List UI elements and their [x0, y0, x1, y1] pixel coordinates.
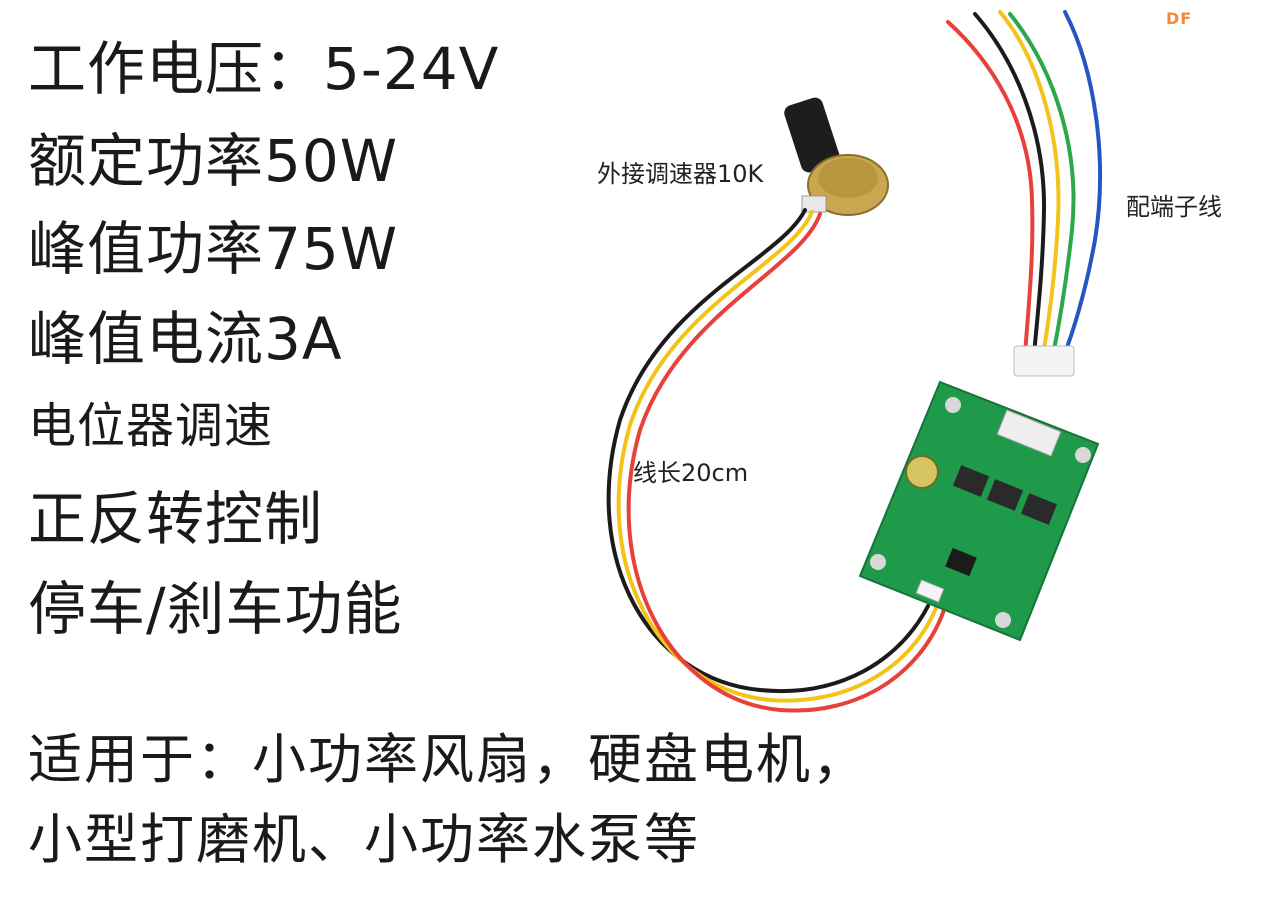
- terminal-wire-yellow: [998, 10, 1061, 357]
- pot-wires: [606, 208, 946, 713]
- spec-rated-power: 额定功率50W: [28, 127, 399, 195]
- spec-peak-power: 峰值功率75W: [28, 215, 399, 283]
- potentiometer: [784, 97, 889, 216]
- spec-direction-control: 正反转控制: [28, 485, 324, 553]
- terminal-wire-red: [946, 20, 1035, 357]
- label-wire-length: 线长20cm: [633, 459, 749, 487]
- terminal-wire-green: [1008, 12, 1076, 357]
- terminal-wire-blue: [1062, 10, 1103, 357]
- application-line-2: 小型打磨机、小功率水泵等: [28, 808, 700, 871]
- pot-wire-red: [626, 212, 946, 713]
- watermark-logo: DF: [1166, 9, 1193, 28]
- terminal-wire-black: [973, 12, 1047, 357]
- driver-board: [858, 380, 1100, 642]
- pot-wire-black: [606, 208, 930, 693]
- spec-peak-current: 峰值电流3A: [28, 305, 343, 373]
- application-line-1: 适用于：小功率风扇，硬盘电机，: [28, 728, 868, 791]
- pot-wire-yellow: [616, 210, 938, 703]
- spec-potentiometer-speed: 电位器调速: [28, 398, 274, 454]
- terminal-wires: [946, 10, 1103, 357]
- label-terminal-wire: 配端子线: [1126, 193, 1222, 221]
- terminal-connector: [1013, 345, 1075, 377]
- spec-working-voltage: 工作电压：5-24V: [28, 35, 500, 103]
- label-potentiometer: 外接调速器10K: [597, 160, 764, 188]
- spec-brake-function: 停车/刹车功能: [28, 575, 403, 643]
